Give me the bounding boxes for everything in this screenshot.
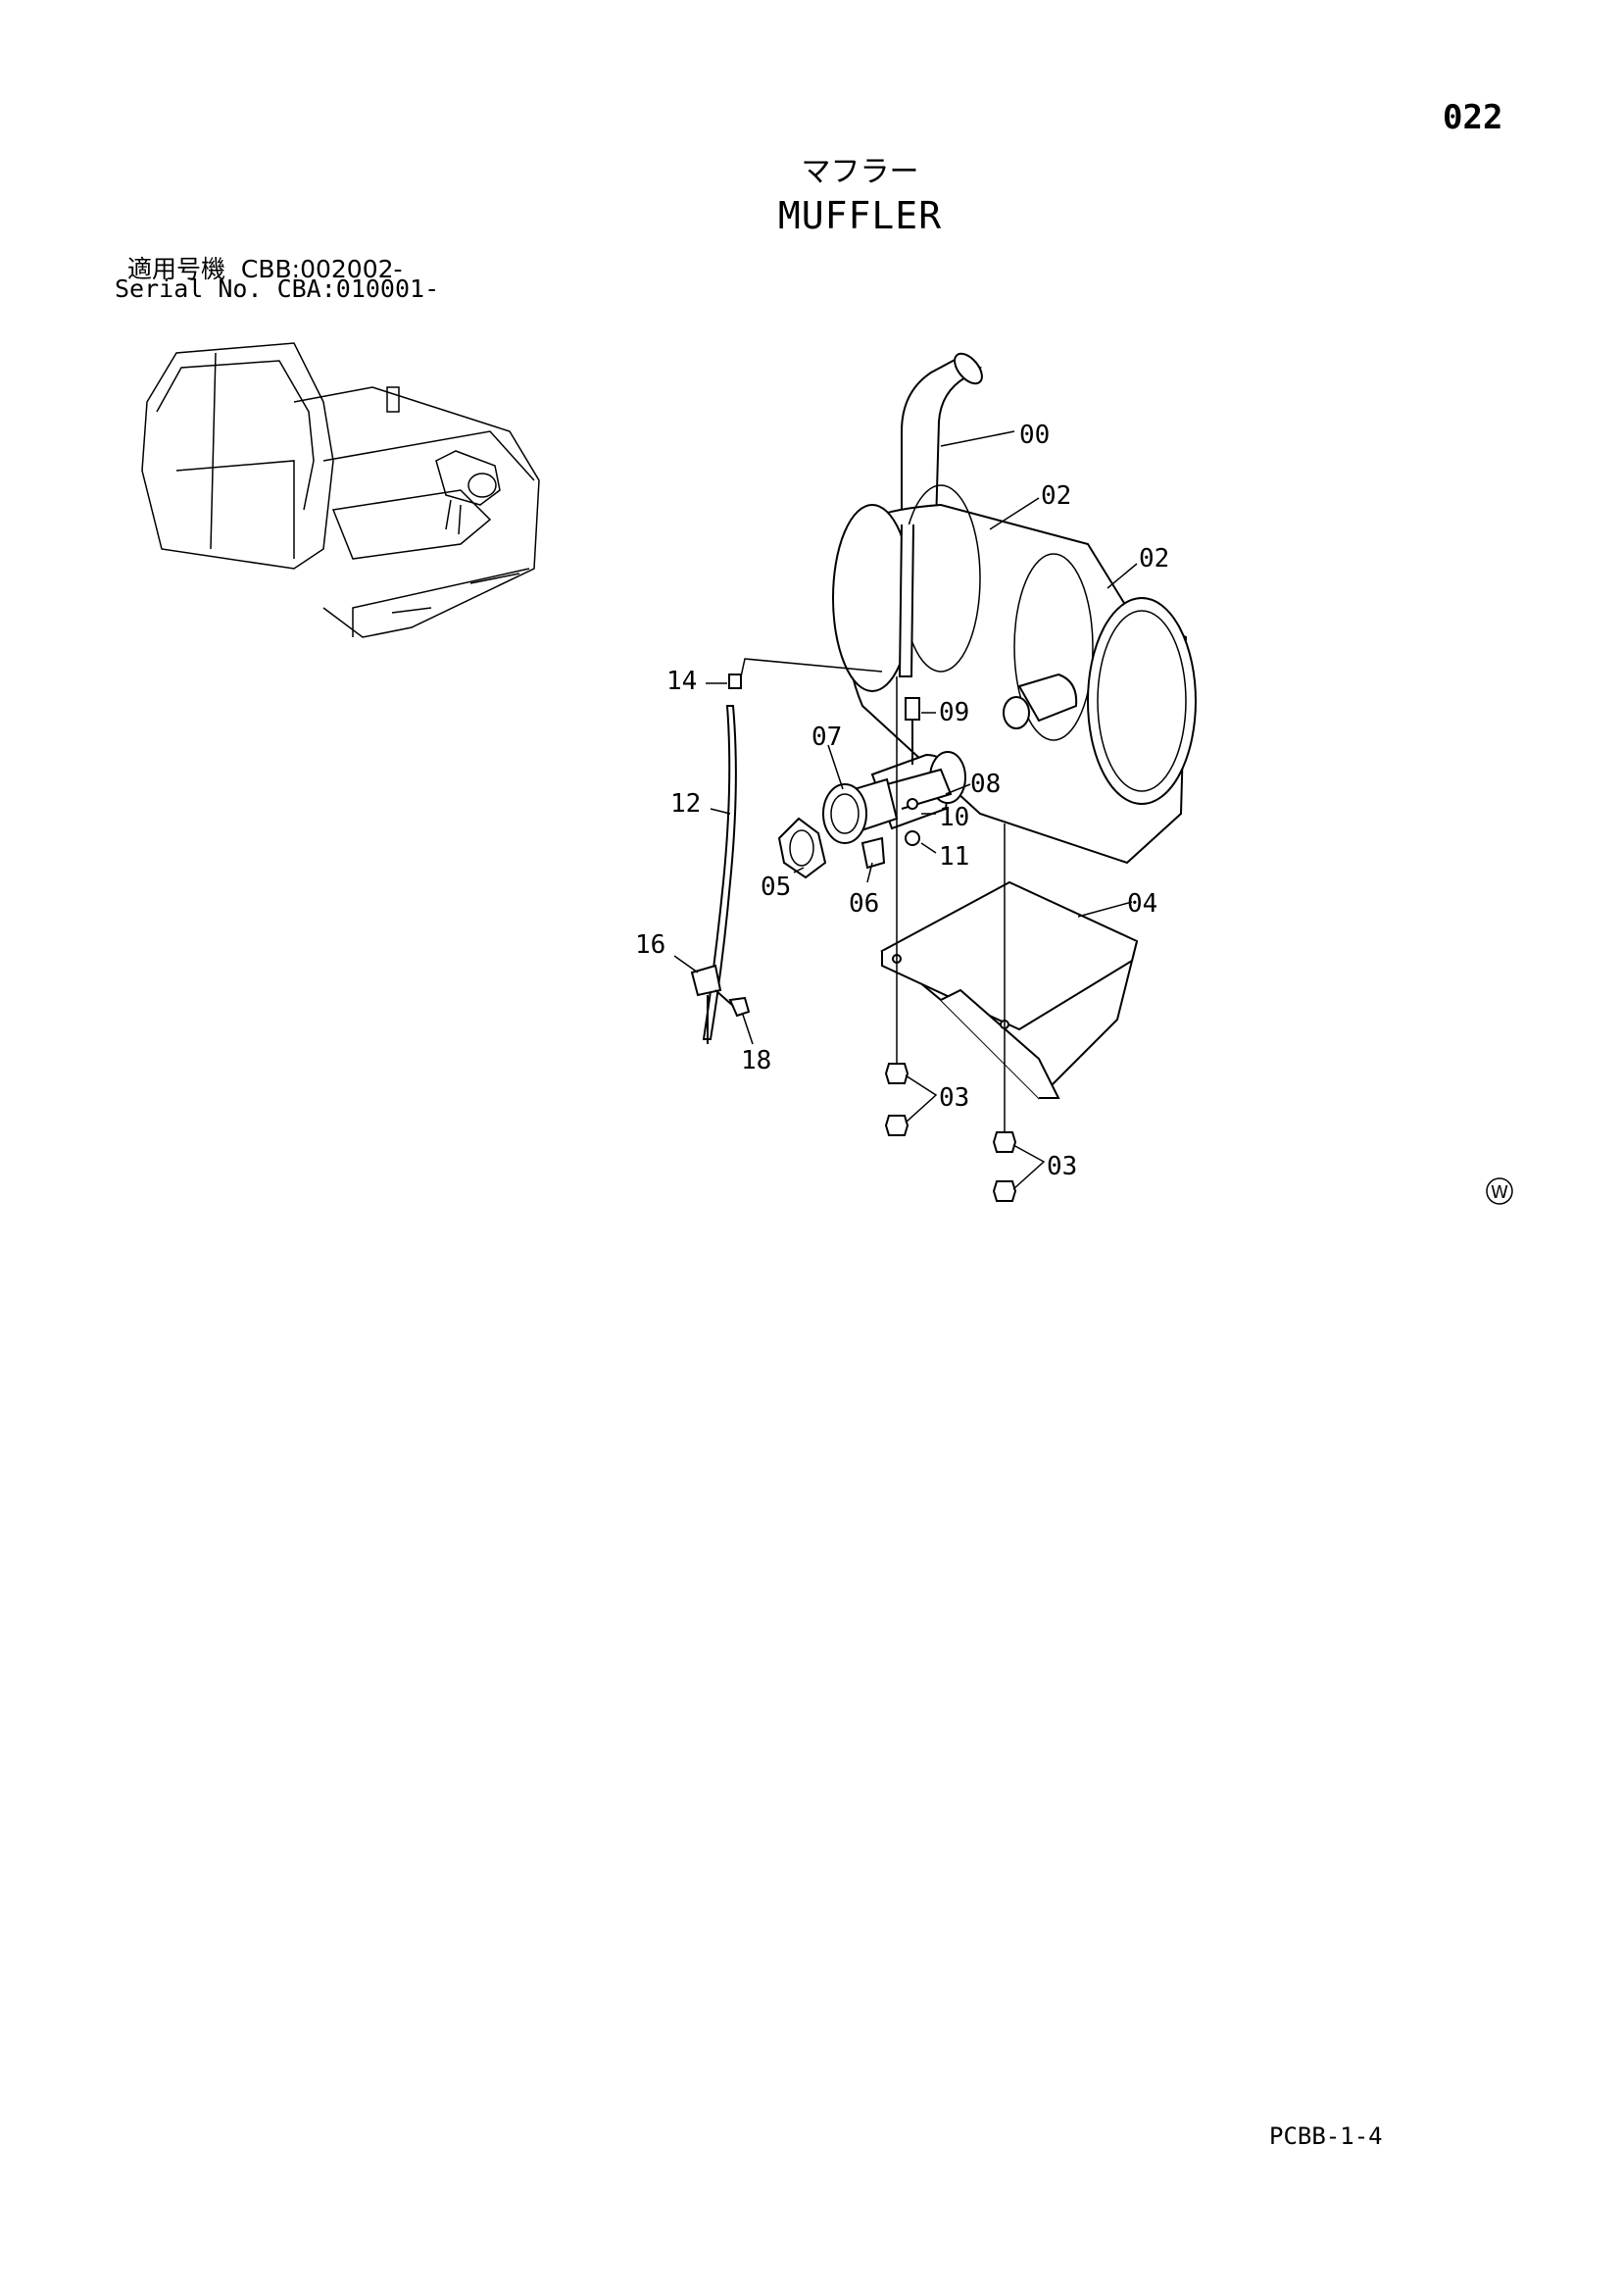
callout-label: 09 [939,698,969,727]
callout-label: 18 [741,1046,771,1075]
callout-label: 04 [1127,889,1157,919]
fasteners [905,697,920,846]
page-number: 022 [1443,98,1503,137]
callout-label: 03 [1047,1152,1077,1181]
callout-label: 03 [939,1083,969,1113]
tail-pipe [901,352,983,525]
callout-label: 08 [970,770,1001,799]
circled-w-mark: W [1486,1177,1513,1205]
callout-label: 16 [635,930,665,960]
callout-label: 00 [1019,421,1050,450]
callout-label: 14 [666,667,697,696]
connecting-pipe [822,751,966,844]
bracket-small [860,836,886,870]
callout-label: 05 [761,873,791,902]
callout-label: 10 [939,803,969,832]
callout-label: 07 [811,723,842,752]
title-japanese: マフラー [801,155,919,189]
serial-range-english: Serial No. CBA:010001- [115,275,440,303]
callout-label: 11 [939,842,969,872]
drain-hose [690,674,751,1044]
callout-label: 02 [1139,544,1169,574]
muffler-body [832,484,1197,865]
corner-mark-label: W [1491,1182,1508,1203]
callout-label: 02 [1041,481,1071,511]
callout-label: 12 [670,789,701,819]
support-bracket [880,880,1139,1100]
leader-lines [673,430,1138,1190]
nuts [884,1063,1017,1202]
gasket [777,817,827,879]
callout-label: 06 [849,889,879,919]
title-english: MUFFLER [777,194,943,237]
serial-range-japanese: 適用号機 CBB:002002- [127,255,403,283]
footer-code: PCBB-1-4 [1269,2122,1383,2150]
excavator-locator-icon [141,342,540,638]
